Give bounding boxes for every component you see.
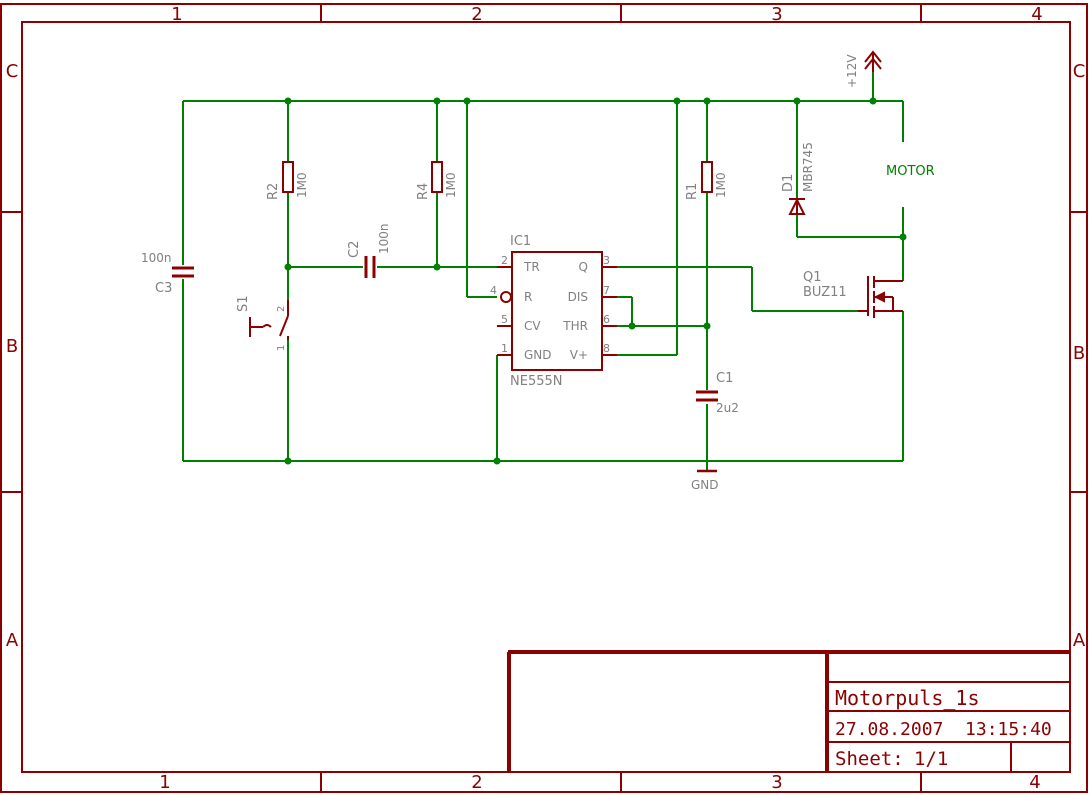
ic-pin-label-cv: CV bbox=[524, 319, 541, 333]
title-block bbox=[507, 650, 1070, 772]
drawing-title: Motorpuls_1s bbox=[835, 686, 980, 710]
resistor-r4-name: R4 bbox=[416, 183, 431, 200]
supply-12v-label: +12V bbox=[845, 54, 859, 88]
column-label-4-bottom: 4 bbox=[1029, 772, 1040, 793]
ic-pin-num-6: 6 bbox=[603, 313, 610, 326]
resistor-r2[interactable]: R2 1M0 bbox=[266, 161, 309, 200]
ic-name: IC1 bbox=[510, 234, 531, 249]
sheet-label: Sheet: bbox=[835, 748, 904, 770]
ic-pin-label-gnd: GND bbox=[524, 348, 552, 362]
diode-d1-name: D1 bbox=[781, 174, 796, 192]
resistor-r2-name: R2 bbox=[266, 183, 281, 200]
ic-pin-label-q: Q bbox=[579, 260, 588, 274]
column-label-2-bottom: 2 bbox=[471, 772, 482, 793]
resistor-r1[interactable]: R1 1M0 bbox=[685, 161, 728, 200]
capacitor-c1[interactable]: C1 2u2 bbox=[696, 371, 739, 415]
row-label-c-right: C bbox=[1073, 61, 1086, 82]
supply-12v-symbol: +12V bbox=[845, 50, 882, 88]
capacitor-c2-name: C2 bbox=[347, 241, 362, 258]
motor-label: MOTOR bbox=[886, 164, 935, 179]
resistor-r4-value: 1M0 bbox=[444, 172, 458, 198]
ground-symbol: GND bbox=[691, 469, 719, 492]
capacitor-c2[interactable]: C2 100n bbox=[347, 223, 391, 278]
mosfet-q1-value: BUZ11 bbox=[803, 285, 847, 300]
resistor-r1-value: 1M0 bbox=[714, 172, 728, 198]
ic-pin-num-3: 3 bbox=[603, 254, 610, 267]
row-label-a-right: A bbox=[1073, 630, 1086, 651]
ic-pin-num-7: 7 bbox=[603, 284, 610, 297]
resistor-r1-name: R1 bbox=[685, 183, 700, 200]
column-label-4: 4 bbox=[1031, 4, 1042, 25]
ic-value: NE555N bbox=[510, 374, 562, 389]
capacitor-c3-name: C3 bbox=[155, 281, 172, 296]
switch-s1-name: S1 bbox=[236, 295, 251, 312]
ic-pin-num-1: 1 bbox=[501, 342, 508, 355]
ic-pin-num-8: 8 bbox=[603, 342, 610, 355]
capacitor-c2-value: 100n bbox=[377, 223, 391, 254]
diode-d1[interactable]: D1 MBR745 bbox=[781, 142, 815, 215]
ic-pin-label-vplus: V+ bbox=[570, 348, 588, 362]
switch-s1-pin1: 1 bbox=[276, 345, 287, 351]
diode-d1-value: MBR745 bbox=[801, 142, 815, 192]
sheet-number: 1/1 bbox=[914, 748, 948, 770]
row-label-b-right: B bbox=[1073, 343, 1085, 364]
capacitor-c1-name: C1 bbox=[716, 371, 733, 386]
ic-pin-num-5: 5 bbox=[501, 313, 508, 326]
ic-pin-label-thr: THR bbox=[562, 319, 588, 333]
ic-ne555[interactable]: IC1 NE555N TR R CV GND Q DIS THR V+ 2 4 bbox=[490, 234, 617, 389]
ic-pin-num-4: 4 bbox=[490, 284, 497, 297]
row-label-a: A bbox=[6, 630, 19, 651]
mosfet-q1-name: Q1 bbox=[803, 270, 822, 285]
ground-label: GND bbox=[691, 478, 719, 492]
reset-inversion-bubble bbox=[500, 291, 512, 303]
capacitor-c3[interactable]: 100n C3 bbox=[141, 251, 194, 296]
drawing-datetime: 27.08.2007 13:15:40 bbox=[835, 719, 1052, 740]
nets bbox=[182, 70, 904, 470]
column-label-2: 2 bbox=[471, 4, 482, 25]
title-block-text: Motorpuls_1s 27.08.2007 13:15:40 Sheet: … bbox=[835, 686, 1052, 770]
column-label-1: 1 bbox=[171, 4, 182, 25]
capacitor-c1-value: 2u2 bbox=[716, 401, 739, 415]
row-label-b: B bbox=[6, 336, 18, 357]
switch-s1-pin2: 2 bbox=[276, 306, 287, 312]
resistor-r2-value: 1M0 bbox=[295, 172, 309, 198]
resistor-r4[interactable]: R4 1M0 bbox=[416, 161, 458, 200]
drawing-frame bbox=[0, 3, 1088, 793]
junctions bbox=[284, 97, 907, 465]
ic-pin-label-r: R bbox=[524, 290, 532, 304]
ic-pin-label-tr: TR bbox=[523, 260, 540, 274]
ic-pin-label-dis: DIS bbox=[568, 290, 588, 304]
frame-row-labels: C B A C B A bbox=[6, 61, 1086, 651]
row-label-c: C bbox=[6, 61, 19, 82]
ic-pin-num-2: 2 bbox=[501, 254, 508, 267]
column-label-3-bottom: 3 bbox=[771, 772, 782, 793]
column-label-3: 3 bbox=[771, 4, 782, 25]
column-label-1-bottom: 1 bbox=[159, 772, 170, 793]
capacitor-c3-value: 100n bbox=[141, 251, 172, 265]
switch-s1[interactable]: S1 2 1 bbox=[236, 295, 289, 351]
frame-column-labels: 1 2 3 4 1 2 3 4 bbox=[159, 4, 1042, 793]
mosfet-q1[interactable]: Q1 BUZ11 bbox=[803, 270, 903, 318]
